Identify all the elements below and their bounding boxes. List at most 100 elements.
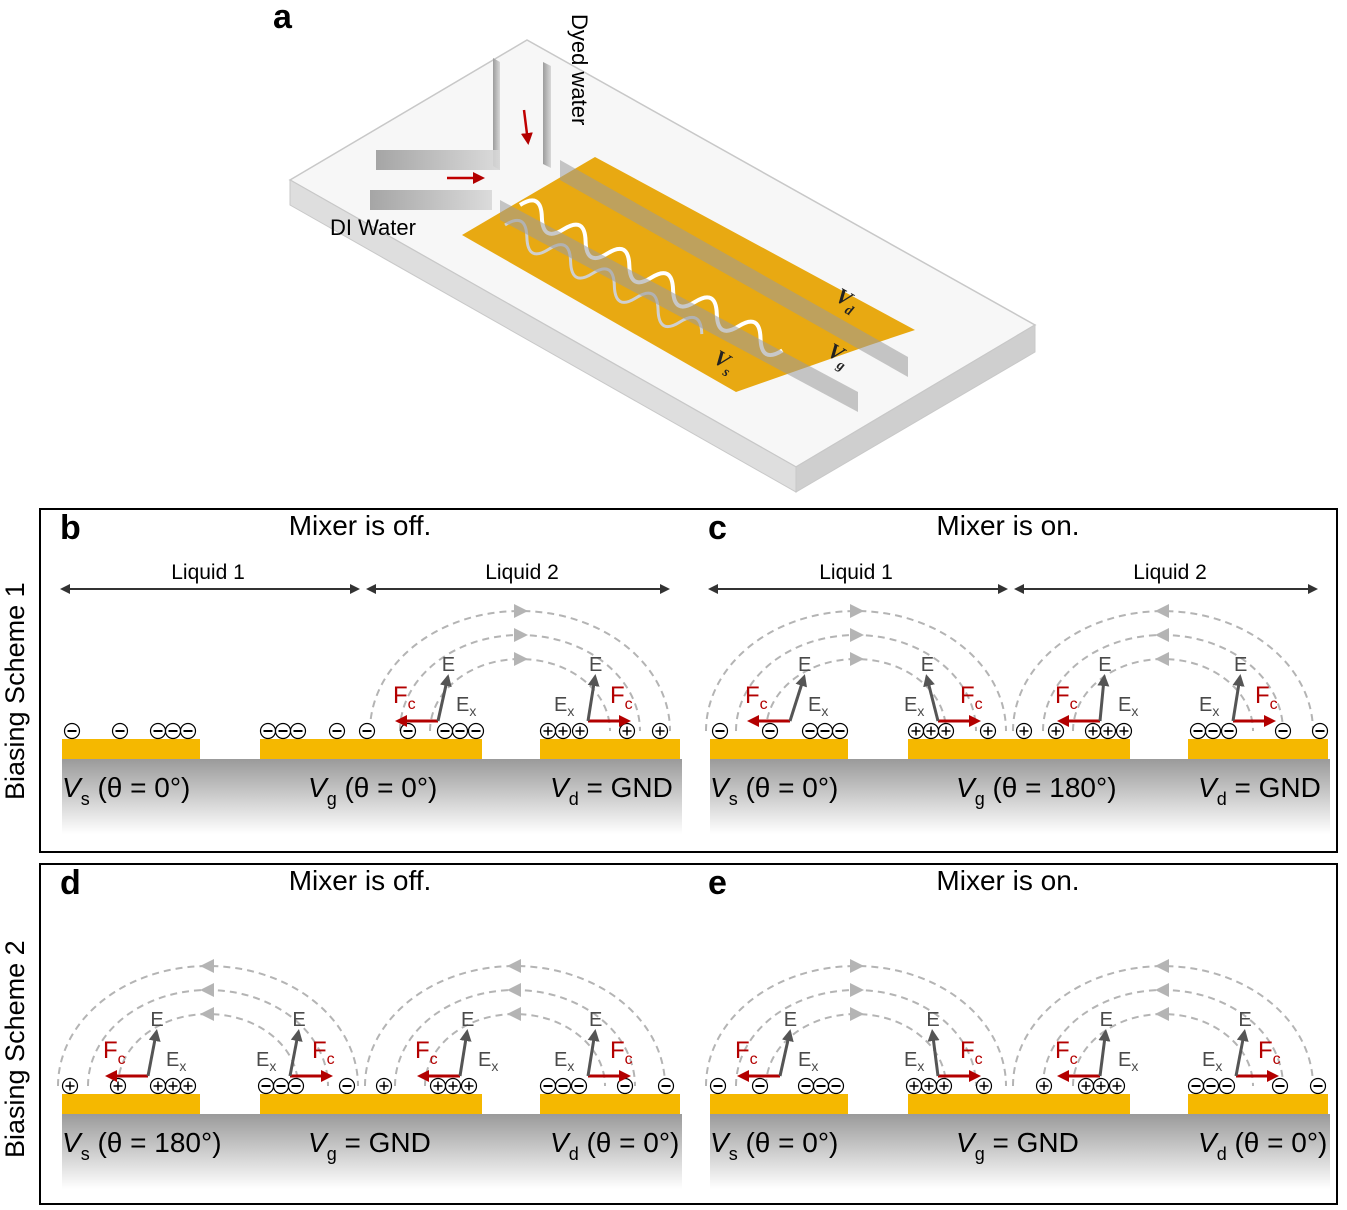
electrode-subscript: g <box>975 789 985 809</box>
field-x-sub: x <box>567 703 574 719</box>
substrate <box>710 1114 1330 1189</box>
electrode-symbol: V <box>1198 1127 1219 1158</box>
field-line <box>735 989 977 1087</box>
electrode-subscript: d <box>569 789 579 809</box>
force-sub: c <box>1270 696 1278 713</box>
electrode-rest: = GND <box>1227 772 1321 803</box>
force-label: Fc <box>610 682 633 713</box>
field-line-arrow <box>1155 604 1169 618</box>
field-x-sub: x <box>917 1058 924 1074</box>
field-label: E <box>798 654 811 676</box>
force-sub: c <box>975 1051 983 1068</box>
field-line <box>394 989 636 1087</box>
field-x-sub: x <box>567 1058 574 1074</box>
electrode-1 <box>260 739 482 759</box>
field-arrow <box>1097 674 1110 722</box>
field-x-label: Ex <box>478 1049 498 1074</box>
electrode-rest: (θ = 0°) <box>337 772 438 803</box>
force-sub: c <box>975 696 983 713</box>
electrode-2 <box>540 739 680 759</box>
panel-title: Mixer is on. <box>936 510 1079 541</box>
field-line <box>369 610 671 732</box>
inlet-wall-upper-left <box>493 58 500 170</box>
electrode-subscript: d <box>1217 789 1227 809</box>
field-line-arrow <box>1155 983 1169 997</box>
chip-side-face <box>795 324 1036 493</box>
electrode-symbol: V <box>710 772 731 803</box>
field-label: E <box>292 1009 305 1031</box>
force-label: Fc <box>960 1037 983 1068</box>
panel-letter-a: a <box>273 0 293 36</box>
field-x-label: Ex <box>808 694 828 719</box>
field-line-arrow <box>507 983 521 997</box>
panel-title: Mixer is on. <box>936 865 1079 896</box>
field-arrow <box>1231 674 1245 722</box>
field-line-arrow <box>1155 628 1169 642</box>
electrode-1 <box>908 1094 1130 1114</box>
force-label: Fc <box>1055 682 1078 713</box>
inlet-wall-top <box>376 150 500 170</box>
field-label: E <box>1100 1009 1113 1031</box>
field-label: E <box>589 1009 602 1031</box>
electrode-symbol: V <box>308 1127 329 1158</box>
electrode-symbol: V <box>62 1127 83 1158</box>
field-line <box>424 1013 606 1087</box>
field-label: E <box>784 1009 797 1031</box>
field-arrow <box>458 1029 472 1077</box>
force-label: Fc <box>415 1037 438 1068</box>
field-x-label: Ex <box>166 1049 186 1074</box>
electrode-rest: (θ = 180°) <box>985 772 1117 803</box>
field-line-arrow <box>514 652 528 666</box>
force-sub: c <box>118 1051 126 1068</box>
force-label: Fc <box>745 682 768 713</box>
electrode-symbol: V <box>62 772 83 803</box>
field-line-arrow <box>850 959 864 973</box>
electrode-label: Vg = GND <box>308 1127 431 1164</box>
field-arrow <box>436 674 452 722</box>
field-x-sub: x <box>491 1058 498 1074</box>
field-line-arrow <box>200 959 214 973</box>
panel-title: Mixer is off. <box>289 510 432 541</box>
electrode-label: Vs (θ = 0°) <box>710 1127 838 1164</box>
field-label: E <box>442 654 455 676</box>
electrode-rest: (θ = 0°) <box>738 1127 839 1158</box>
field-line <box>429 658 611 732</box>
field-x-label: Ex <box>1199 694 1219 719</box>
scheme2-label: Biasing Scheme 2 <box>0 940 30 1158</box>
field-line-arrow <box>507 1007 521 1021</box>
field-line <box>765 658 947 732</box>
electrode-label: Vg (θ = 0°) <box>308 772 437 809</box>
field-x-label: Ex <box>554 694 574 719</box>
dyed-flow-arrow <box>520 109 533 145</box>
field-line-arrow <box>514 628 528 642</box>
electrode-2 <box>540 1094 680 1114</box>
field-line-arrow <box>507 959 521 973</box>
channel-wall-upper <box>560 160 908 377</box>
force-sub: c <box>430 1051 438 1068</box>
force-label: Fc <box>610 1037 633 1068</box>
field-label: E <box>1098 654 1111 676</box>
force-label: Fc <box>393 682 416 713</box>
force-sub: c <box>1070 1051 1078 1068</box>
electrode-symbol: V <box>308 772 329 803</box>
force-label: Fc <box>735 1037 758 1068</box>
electrode-subscript: d <box>569 1144 579 1164</box>
electrode-subscript: g <box>327 789 337 809</box>
electrode-symbol: V <box>956 772 977 803</box>
force-sub: c <box>327 1051 335 1068</box>
field-line-arrow <box>850 604 864 618</box>
field-line-arrow <box>200 983 214 997</box>
field-x-label: Ex <box>904 694 924 719</box>
field-line-arrow <box>1155 1007 1169 1021</box>
electrode-subscript: s <box>729 789 738 809</box>
electrode-subscript: g <box>327 1144 337 1164</box>
dyed-water-label: Dyed water <box>567 14 592 125</box>
field-line <box>705 965 1007 1087</box>
electrode-2 <box>1188 1094 1328 1114</box>
field-line <box>1042 634 1284 732</box>
panel-title: Mixer is off. <box>289 865 432 896</box>
field-line <box>1042 989 1284 1087</box>
electrode-0 <box>62 739 200 759</box>
